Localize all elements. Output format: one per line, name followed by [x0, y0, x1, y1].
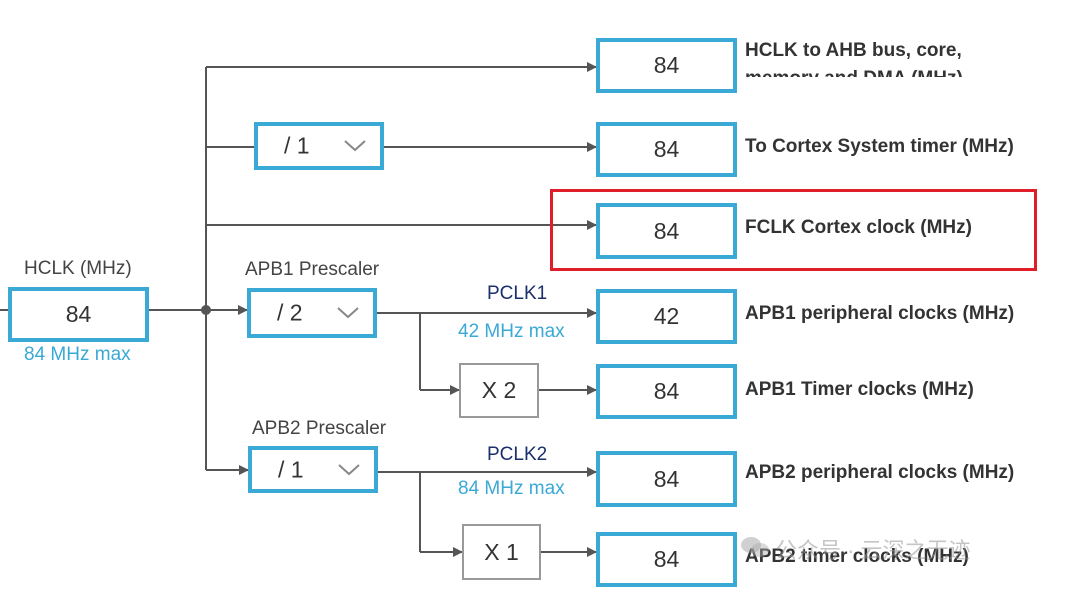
- hclk-max: 84 MHz max: [24, 344, 131, 365]
- chevron-down-icon: [338, 463, 360, 475]
- pclk1-label: PCLK1: [487, 283, 548, 304]
- apb1-prescaler-label: APB1 Prescaler: [245, 259, 380, 280]
- chevron-down-icon: [337, 307, 359, 319]
- systick-divider-select[interactable]: / 1: [254, 122, 384, 170]
- apb1-peripheral-label: APB1 peripheral clocks (MHz): [745, 303, 1015, 324]
- fclk-value[interactable]: 84: [596, 203, 737, 259]
- hclk-label: HCLK (MHz): [24, 258, 132, 279]
- apb1-timer-label: APB1 Timer clocks (MHz): [745, 379, 974, 400]
- apb1-timer-value[interactable]: 84: [596, 364, 737, 419]
- pclk1-max: 42 MHz max: [458, 321, 565, 342]
- wechat-icon: [741, 537, 769, 557]
- systick-label: To Cortex System timer (MHz): [745, 136, 1014, 157]
- apb2-prescaler-select[interactable]: / 1: [248, 446, 378, 493]
- apb2-timer-value[interactable]: 84: [596, 532, 737, 587]
- hclk-ahb-value[interactable]: 84: [596, 38, 737, 93]
- apb2-prescaler-value: / 1: [278, 456, 304, 482]
- apb2-timer-label: APB2 timer clocks (MHz): [745, 546, 969, 567]
- fclk-highlight-frame: [550, 189, 1037, 271]
- chevron-down-icon: [344, 140, 366, 152]
- pclk2-max: 84 MHz max: [458, 478, 565, 499]
- apb1-prescaler-value: / 2: [277, 299, 303, 326]
- apb2-prescaler-label: APB2 Prescaler: [252, 418, 387, 439]
- apb1-timer-multiplier: X 2: [459, 363, 539, 418]
- hclk-ahb-label: HCLK to AHB bus, core, memory and DMA (M…: [745, 40, 963, 77]
- watermark-text: 公众号 · 云深之无迹: [775, 538, 971, 563]
- pclk2-label: PCLK2: [487, 444, 548, 465]
- apb1-peripheral-value[interactable]: 42: [596, 289, 737, 344]
- apb2-peripheral-label: APB2 peripheral clocks (MHz): [745, 462, 1015, 483]
- apb2-peripheral-value[interactable]: 84: [596, 451, 737, 507]
- apb2-timer-multiplier: X 1: [462, 524, 541, 580]
- hclk-input[interactable]: 84: [8, 287, 149, 342]
- fclk-label: FCLK Cortex clock (MHz): [745, 217, 972, 238]
- systick-value[interactable]: 84: [596, 122, 737, 177]
- systick-divider-value: / 1: [284, 132, 310, 159]
- apb1-prescaler-select[interactable]: / 2: [247, 288, 377, 338]
